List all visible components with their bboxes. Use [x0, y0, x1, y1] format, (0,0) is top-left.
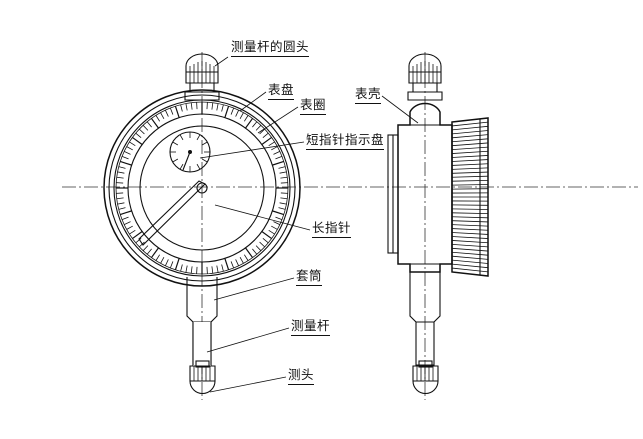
side-view-top-knob	[407, 53, 443, 101]
leader-round-head	[214, 56, 229, 67]
front-view-top-knob	[184, 53, 220, 101]
callout-label-round-head: 测量杆的圆头	[231, 40, 310, 57]
leader-measuring-rod	[206, 327, 290, 353]
side-top-knob-knurl	[412, 61, 438, 83]
callout-label-long-pointer: 长指针	[312, 221, 352, 238]
callout-label-case: 表壳	[355, 87, 382, 104]
side-view-case-body	[387, 102, 453, 273]
side-view-knurled-bezel	[451, 117, 489, 277]
leader-long-pointer	[214, 204, 311, 231]
measuring-head-knurl	[193, 366, 211, 381]
dial-scale-ticks	[116, 102, 288, 274]
callout-label-dial-face: 表盘	[268, 83, 295, 100]
callout-label-sleeve: 套筒	[296, 269, 323, 286]
leader-measuring-head	[209, 376, 287, 393]
long-pointer	[138, 180, 208, 246]
sub-dial-ticks	[170, 132, 210, 172]
side-measuring-head-knurl	[416, 366, 434, 381]
leader-dial-face	[239, 91, 267, 112]
leader-sleeve	[213, 277, 295, 301]
front-view-dial-indicator	[103, 53, 301, 395]
sub-dial	[169, 131, 211, 173]
side-view-dial-indicator	[387, 53, 489, 395]
top-knob-knurl	[189, 61, 215, 83]
callout-leader-lines	[199, 56, 419, 393]
callout-label-small-dial: 短指针指示盘	[306, 133, 385, 150]
leader-case	[381, 95, 419, 124]
bezel-knurl-lines	[451, 121, 489, 273]
leader-small-dial	[199, 141, 305, 159]
front-view-stem	[186, 277, 218, 395]
callout-label-measuring-rod: 测量杆	[291, 319, 331, 336]
callout-label-measuring-head: 测头	[288, 368, 315, 385]
leader-bezel	[257, 106, 299, 134]
side-view-stem	[409, 265, 441, 395]
callout-label-bezel: 表圈	[300, 98, 327, 115]
